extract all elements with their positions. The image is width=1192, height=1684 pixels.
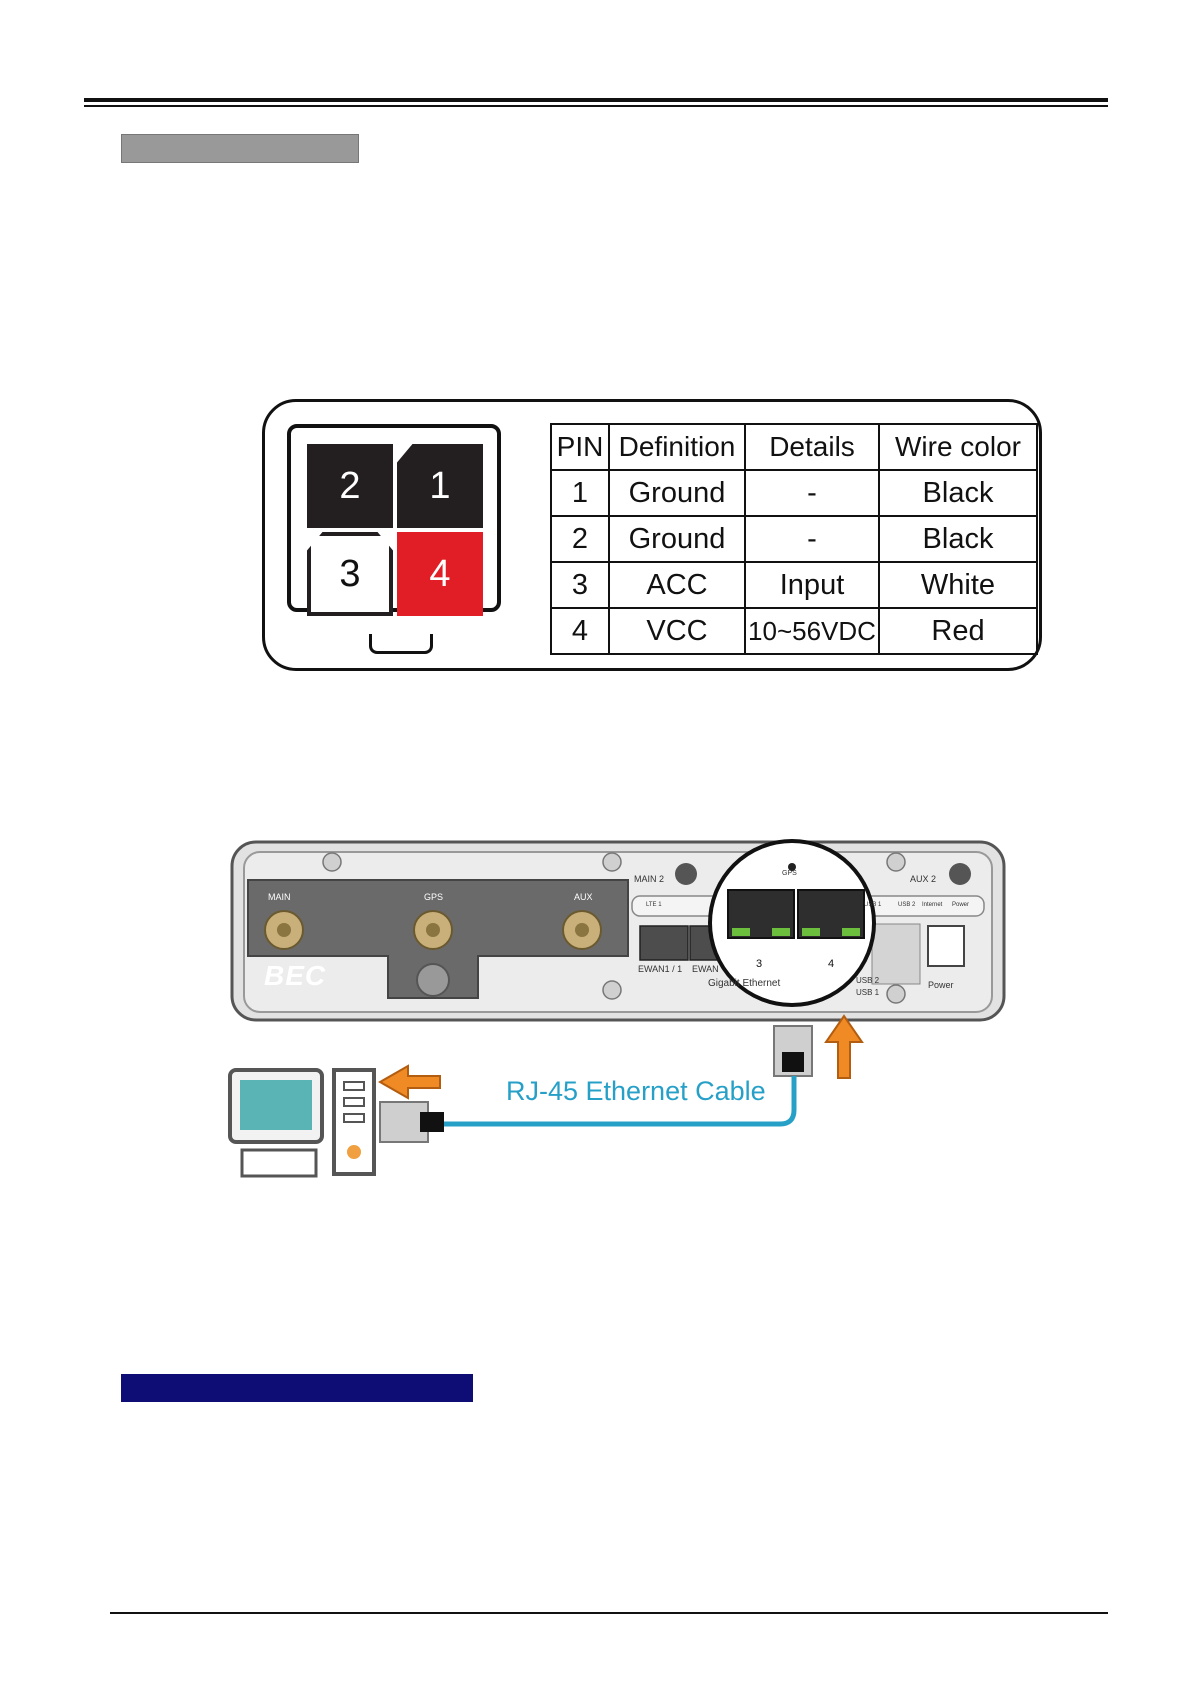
label-aux2: AUX 2 (910, 874, 936, 884)
table-row: 4 VCC 10~56VDC Red (551, 608, 1037, 654)
led-label-power: Power (952, 902, 969, 908)
usb-label-1: USB 1 (856, 988, 879, 997)
router-connection-figure: MAIN GPS AUX MAIN 2 AUX 2 GPS LTE 1 USB … (208, 830, 1008, 1190)
port-label-gigabit: Gigabit Ethernet (708, 978, 780, 989)
antenna-label-main: MAIN (268, 892, 291, 902)
table-row: 1 Ground - Black (551, 470, 1037, 516)
cell-wire-color: White (879, 562, 1037, 608)
connector-pin-2: 2 (307, 444, 393, 528)
cell-pin: 4 (551, 608, 609, 654)
connector-pin-1: 1 (397, 444, 483, 528)
header-details: Details (745, 424, 879, 470)
arrow-up-icon (826, 1016, 862, 1078)
port-label-ewan: EWAN (692, 964, 719, 974)
header-pin: PIN (551, 424, 609, 470)
cable-label: RJ-45 Ethernet Cable (506, 1076, 766, 1107)
zoom-port-number-3: 3 (756, 958, 762, 970)
usb-ports (872, 924, 920, 984)
section-heading-bar-2 (121, 1374, 473, 1402)
cell-details: - (745, 516, 879, 562)
pin-definition-table: PIN Definition Details Wire color 1 Grou… (550, 423, 1038, 655)
cell-details: - (745, 470, 879, 516)
cell-definition: Ground (609, 516, 745, 562)
power-port-label: Power (928, 980, 954, 990)
led-label-lte1: LTE 1 (646, 902, 662, 908)
cell-details: Input (745, 562, 879, 608)
cell-pin: 3 (551, 562, 609, 608)
cell-details: 10~56VDC (745, 608, 879, 654)
cell-definition: VCC (609, 608, 745, 654)
led-label-usb1: USB 1 (864, 902, 881, 908)
keyboard (242, 1150, 316, 1176)
zoom-port-number-4: 4 (828, 958, 834, 970)
port-label-ewan1: EWAN1 / 1 (638, 964, 682, 974)
cell-wire-color: Red (879, 608, 1037, 654)
table-header-row: PIN Definition Details Wire color (551, 424, 1037, 470)
led-label-usb2: USB 2 (898, 902, 915, 908)
footer-rule (110, 1612, 1108, 1614)
cell-pin: 1 (551, 470, 609, 516)
zoom-label-gps: GPS (782, 870, 797, 877)
antenna-label-gps: GPS (424, 892, 443, 902)
power-port (928, 926, 964, 966)
table-row: 3 ACC Input White (551, 562, 1037, 608)
cell-wire-color: Black (879, 516, 1037, 562)
connector-latch (369, 634, 433, 654)
led-label-internet: Internet (922, 902, 942, 908)
header-rule-thin (84, 105, 1108, 107)
antenna-label-aux: AUX (574, 892, 593, 902)
header-definition: Definition (609, 424, 745, 470)
label-main2: MAIN 2 (634, 874, 664, 884)
header-rule-thick (84, 98, 1108, 102)
usb-label-2: USB 2 (856, 976, 879, 985)
router-illustration (208, 830, 1008, 1190)
connector-pin-4: 4 (397, 532, 483, 616)
section-heading-bar (121, 134, 359, 163)
cell-definition: Ground (609, 470, 745, 516)
table-row: 2 Ground - Black (551, 516, 1037, 562)
cell-definition: ACC (609, 562, 745, 608)
brand-logo: BEC (264, 960, 326, 992)
power-connector: 2 1 3 4 (287, 424, 501, 612)
power-pin-diagram: 2 1 3 4 PIN Definition Details Wire colo… (262, 399, 1042, 671)
header-wire-color: Wire color (879, 424, 1037, 470)
arrow-left-icon (380, 1066, 440, 1098)
cell-wire-color: Black (879, 470, 1037, 516)
cell-pin: 2 (551, 516, 609, 562)
connector-pin-3: 3 (307, 532, 393, 616)
